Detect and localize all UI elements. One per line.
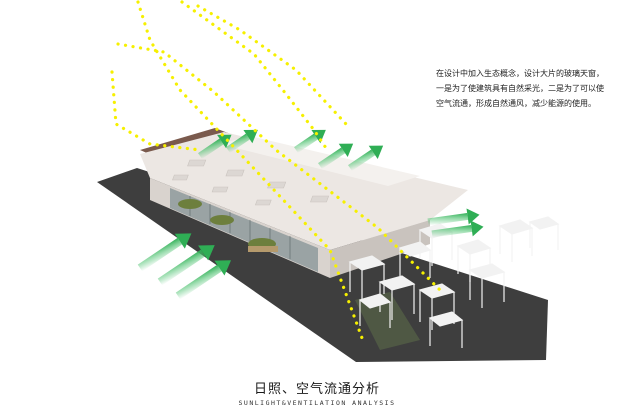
planters bbox=[178, 199, 278, 252]
diagram-title: 日照、空气流通分析 bbox=[253, 382, 380, 397]
skylight bbox=[187, 159, 207, 167]
airflow-arrow bbox=[431, 220, 484, 238]
skylight bbox=[172, 174, 189, 181]
airflow-arrow bbox=[175, 260, 232, 300]
pergola-frame bbox=[398, 241, 432, 278]
pergola-frame bbox=[468, 263, 506, 308]
airflow-arrow bbox=[226, 129, 258, 153]
sunlight-path bbox=[180, 0, 328, 150]
sunlight-path bbox=[116, 42, 442, 292]
pergola-frame bbox=[528, 216, 560, 250]
glass-wall bbox=[170, 188, 318, 272]
skylight bbox=[310, 195, 330, 203]
airflow-arrow bbox=[348, 145, 384, 171]
skylight bbox=[211, 186, 229, 193]
airflow-arrow bbox=[157, 245, 215, 286]
pergola-frame bbox=[428, 311, 464, 348]
skylights bbox=[172, 159, 330, 206]
skylight bbox=[254, 199, 272, 206]
sunlight-path bbox=[136, 0, 364, 340]
planter bbox=[178, 199, 202, 209]
planter-box bbox=[248, 246, 278, 252]
pergola-frame bbox=[348, 255, 386, 300]
skylight bbox=[225, 169, 245, 177]
diagram-subtitle: SUNLIGHT&VENTILATION ANALYSIS bbox=[238, 399, 396, 407]
building-roof bbox=[140, 132, 468, 250]
planter bbox=[210, 215, 234, 225]
pergola-frame bbox=[358, 293, 392, 328]
pergola-frame bbox=[498, 219, 534, 262]
sunlight-path bbox=[196, 4, 348, 126]
airflow-arrow bbox=[137, 233, 192, 272]
pergola-frame bbox=[456, 239, 492, 282]
airflow-arrow bbox=[427, 208, 480, 226]
roof-panel bbox=[220, 136, 420, 186]
airflow-arrow bbox=[318, 143, 354, 169]
description-text: 在设计中加入生态概念，设计大片的玻璃天窗，一是为了使建筑具有自然采光，二是为了可… bbox=[436, 69, 604, 108]
airflow-arrows bbox=[137, 129, 484, 300]
pergola-frames bbox=[348, 216, 560, 348]
airflow-arrow bbox=[198, 134, 232, 159]
sunlight-paths bbox=[110, 0, 442, 340]
